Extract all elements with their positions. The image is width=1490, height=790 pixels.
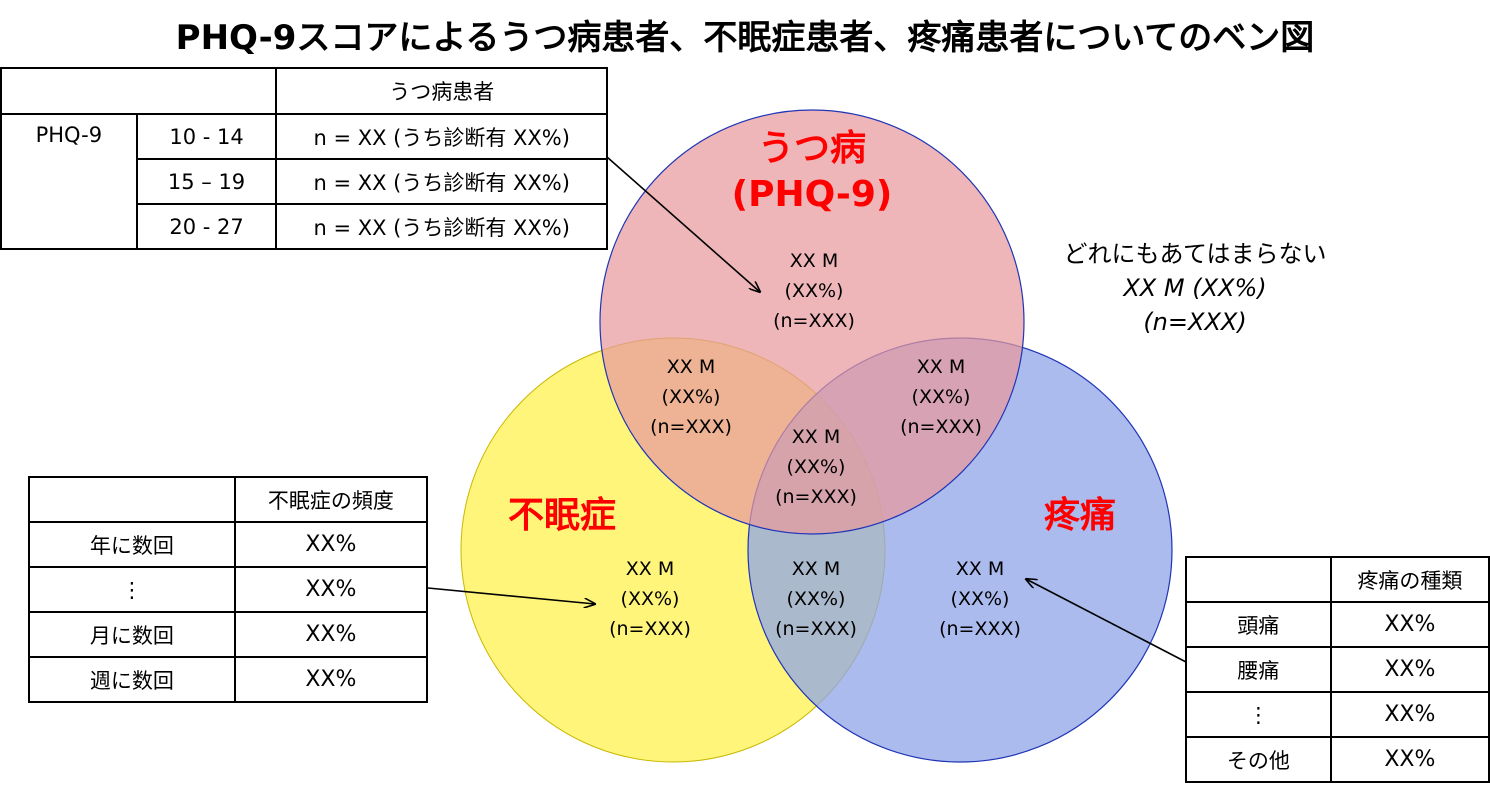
phq-table-corner — [0, 67, 278, 115]
region-all-three: XX M (XX%) (n=XXX) — [736, 422, 896, 512]
region-percent: (XX%) — [786, 456, 846, 478]
region-percent: (XX%) — [784, 280, 844, 302]
region-n: (n=XXX) — [939, 618, 1021, 640]
insomnia-row-label: ⋮ — [28, 566, 236, 613]
region-n: (n=XXX) — [609, 618, 691, 640]
pain-row-value: XX% — [1329, 691, 1490, 738]
none-count: XX M (XX%) — [1123, 274, 1267, 302]
none-label: どれにもあてはまらない — [1063, 240, 1327, 268]
pain-arrow — [1026, 579, 1187, 663]
region-n: (n=XXX) — [775, 618, 857, 640]
phq-value: n = XX (うち診断有 XX%) — [275, 158, 608, 205]
diagram-title: PHQ-9スコアによるうつ病患者、不眠症患者、疼痛患者についてのベン図 — [175, 18, 1315, 58]
region-depression-pain: XX M (XX%) (n=XXX) — [861, 352, 1021, 442]
phq-value: n = XX (うち診断有 XX%) — [275, 113, 608, 160]
pain-table-corner — [1185, 556, 1332, 603]
pain-row-value: XX% — [1329, 601, 1490, 648]
insomnia-row-value: XX% — [233, 611, 429, 658]
depression-set-label: うつ病 (PHQ-9) — [692, 126, 932, 218]
pain-row-label: 頭痛 — [1185, 601, 1332, 648]
region-count: XX M — [789, 250, 839, 272]
phq-row-label: PHQ-9 — [0, 113, 138, 250]
insomnia-table: 不眠症の頻度 年に数回 XX% ⋮ XX% 月に数回 XX% 週に数回 XX% — [28, 476, 429, 703]
phq-range: 20 - 27 — [135, 203, 278, 250]
insomnia-row-value: XX% — [233, 656, 429, 703]
none-n: (n=XXX) — [1143, 308, 1247, 336]
region-n: (n=XXX) — [773, 310, 855, 332]
depression-circle — [599, 109, 1025, 535]
region-n: (n=XXX) — [650, 416, 732, 438]
pain-row-label: その他 — [1185, 736, 1332, 783]
none-of-above: どれにもあてはまらない XX M (XX%) (n=XXX) — [1025, 237, 1365, 339]
phq-table-header: うつ病患者 — [275, 67, 608, 115]
insomnia-set-label: 不眠症 — [507, 495, 616, 536]
region-percent: (XX%) — [786, 588, 846, 610]
region-count: XX M — [625, 558, 675, 580]
insomnia-table-header: 不眠症の頻度 — [233, 476, 429, 523]
phq-range: 10 - 14 — [135, 113, 278, 160]
region-n: (n=XXX) — [900, 416, 982, 438]
pain-row-label: 腰痛 — [1185, 646, 1332, 693]
pain-row-value: XX% — [1329, 736, 1490, 783]
pain-row-label: ⋮ — [1185, 691, 1332, 738]
region-count: XX M — [791, 426, 841, 448]
region-percent: (XX%) — [661, 386, 721, 408]
insomnia-row-label: 週に数回 — [28, 656, 236, 703]
depression-label-line2: (PHQ-9) — [731, 174, 893, 215]
phq-range: 15 – 19 — [135, 158, 278, 205]
insomnia-row-value: XX% — [233, 566, 429, 613]
insomnia-row-label: 年に数回 — [28, 521, 236, 568]
region-percent: (XX%) — [911, 386, 971, 408]
pain-table: 疼痛の種類 頭痛 XX% 腰痛 XX% ⋮ XX% その他 XX% — [1185, 556, 1490, 783]
region-insomnia-only: XX M (XX%) (n=XXX) — [570, 554, 730, 644]
depression-label-line1: うつ病 — [757, 128, 866, 169]
insomnia-table-corner — [28, 476, 236, 523]
insomnia-row-value: XX% — [233, 521, 429, 568]
pain-row-value: XX% — [1329, 646, 1490, 693]
region-count: XX M — [955, 558, 1005, 580]
region-pain-only: XX M (XX%) (n=XXX) — [900, 554, 1060, 644]
insomnia-row-label: 月に数回 — [28, 611, 236, 658]
region-count: XX M — [916, 356, 966, 378]
region-n: (n=XXX) — [775, 486, 857, 508]
region-depression-only: XX M (XX%) (n=XXX) — [734, 246, 894, 336]
insomnia-arrow — [427, 587, 595, 604]
region-percent: (XX%) — [950, 588, 1010, 610]
region-percent: (XX%) — [620, 588, 680, 610]
phq-table: うつ病患者 PHQ-9 10 - 14 n = XX (うち診断有 XX%) 1… — [0, 67, 608, 250]
region-count: XX M — [791, 558, 841, 580]
phq-value: n = XX (うち診断有 XX%) — [275, 203, 608, 250]
phq-arrow — [606, 156, 760, 292]
region-depression-insomnia: XX M (XX%) (n=XXX) — [611, 352, 771, 442]
region-count: XX M — [666, 356, 716, 378]
region-insomnia-pain: XX M (XX%) (n=XXX) — [736, 554, 896, 644]
pain-table-header: 疼痛の種類 — [1329, 556, 1490, 603]
pain-set-label: 疼痛 — [1043, 495, 1116, 536]
